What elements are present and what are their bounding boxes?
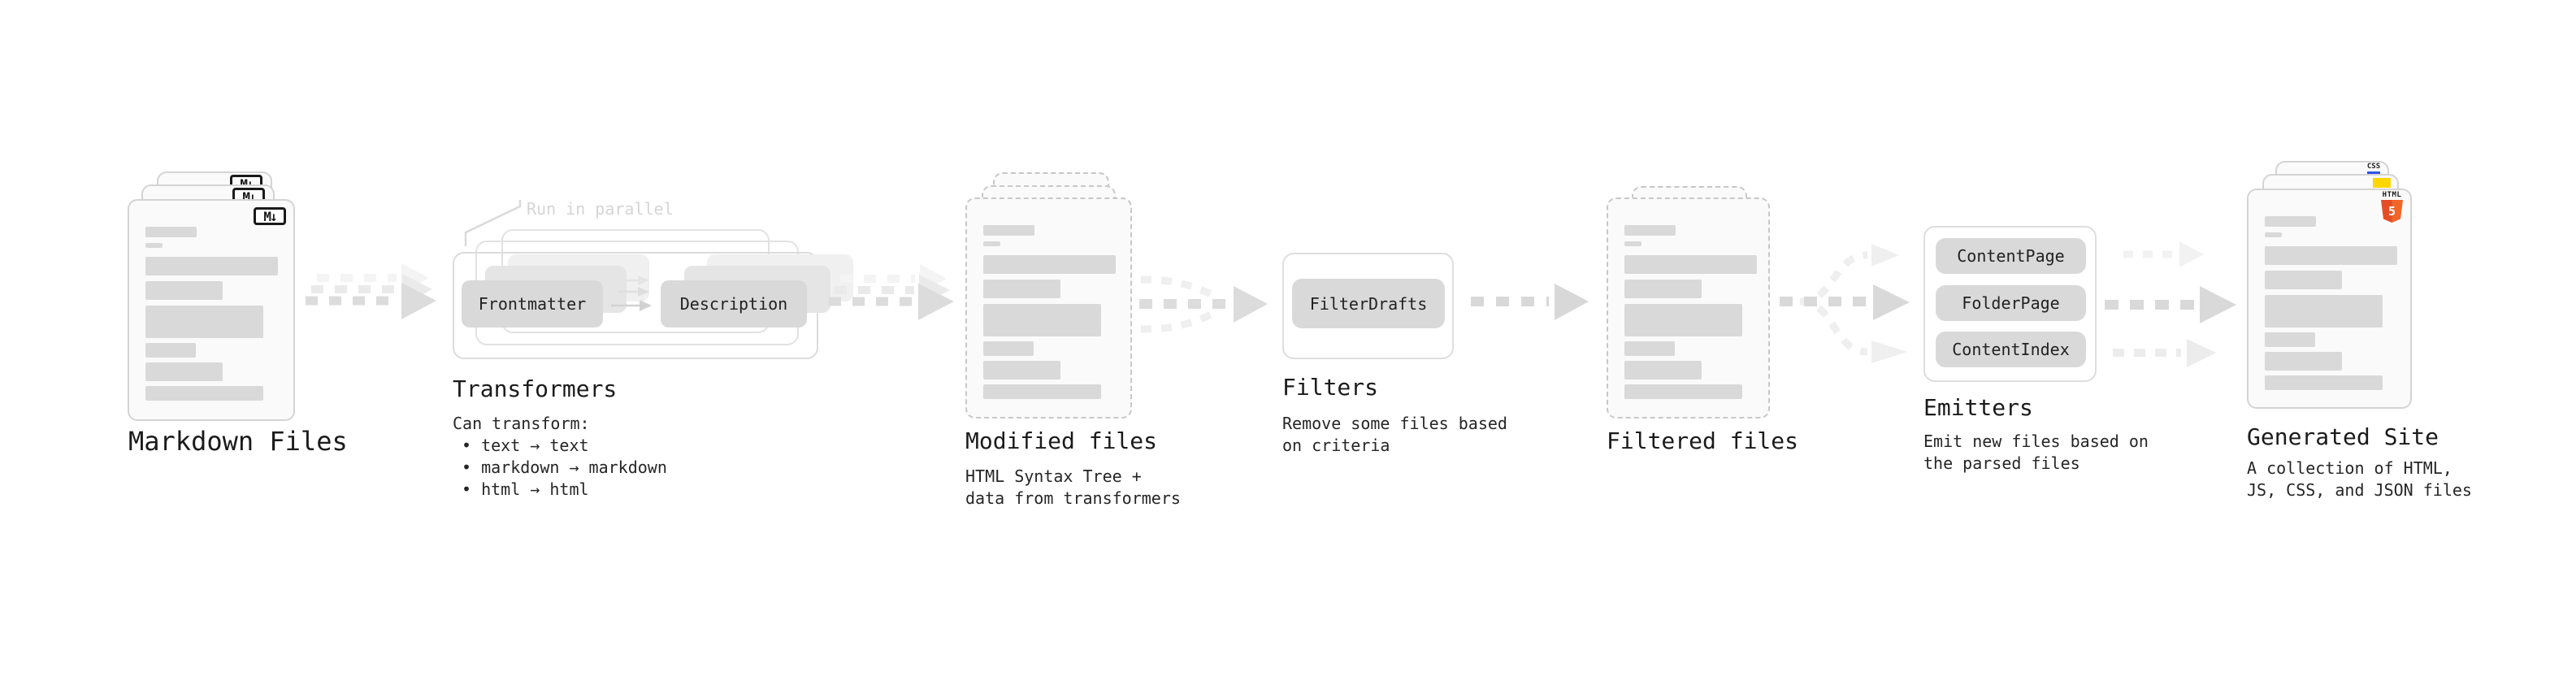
placeholder-line — [2265, 375, 2383, 390]
js-icon — [2373, 178, 2391, 188]
placeholder-line — [145, 343, 196, 358]
flow-arrow-filtered-to-emitters — [1780, 244, 1910, 363]
placeholder-line — [983, 341, 1034, 356]
flow-arrow-filters-to-filtered — [1471, 284, 1589, 320]
stage-title-filtered-files: Filtered files — [1607, 427, 1799, 454]
chip-contentindex: ContentIndex — [1936, 332, 2086, 367]
emitters-box — [1923, 226, 2097, 382]
css-icon-label: CSS — [2366, 163, 2381, 171]
chip-frontmatter-label: Frontmatter — [478, 294, 587, 314]
placeholder-line — [983, 361, 1060, 380]
markdown-icon-glyph: M↓ — [263, 208, 277, 224]
placeholder-line — [2265, 295, 2383, 327]
placeholder-line — [1624, 304, 1742, 336]
css-icon-bar — [2367, 171, 2380, 175]
markdown-icon: M↓ — [254, 207, 286, 225]
modified-files-description: HTML Syntax Tree + data from transformer… — [965, 466, 1181, 508]
placeholder-line — [983, 225, 1034, 236]
stage-title-filters: Filters — [1282, 374, 1379, 401]
stage-title-transformers: Transformers — [453, 375, 618, 402]
html5-icon-shield: 5 — [2381, 200, 2403, 223]
generated-site-description: A collection of HTML, JS, CSS, and JSON … — [2247, 458, 2472, 500]
flow-arrow-modified-to-filters — [1139, 275, 1268, 333]
placeholder-line — [2265, 271, 2342, 289]
transformers-description-intro: Can transform: — [453, 414, 590, 433]
placeholder-line — [2265, 232, 2282, 237]
stage-title-generated-site: Generated Site — [2247, 423, 2439, 450]
placeholder-line — [145, 243, 163, 248]
placeholder-line — [145, 306, 263, 338]
site-card-front — [2247, 189, 2412, 409]
chip-filterdrafts: FilterDrafts — [1292, 279, 1445, 328]
html5-icon-label: HTML — [2382, 191, 2402, 199]
emitters-description: Emit new files based on the parsed files — [1923, 432, 2149, 473]
placeholder-line — [2265, 216, 2316, 227]
placeholder-line — [1624, 384, 1742, 399]
placeholder-line — [1624, 361, 1702, 380]
placeholder-line — [145, 386, 263, 401]
css-icon: CSS — [2366, 163, 2382, 175]
placeholder-line — [1624, 241, 1641, 246]
placeholder-line — [983, 255, 1116, 274]
placeholder-line — [1624, 341, 1675, 356]
chip-contentpage-label: ContentPage — [1957, 246, 2065, 266]
placeholder-line — [1624, 280, 1702, 298]
transform-bullet: • html → html — [462, 479, 589, 499]
flow-arrow-emitters-to-generated — [2105, 241, 2236, 367]
placeholder-line — [2265, 332, 2315, 347]
dashed-file-card — [1607, 197, 1770, 419]
stage-title-markdown-files: Markdown Files — [128, 426, 348, 457]
chip-filterdrafts-label: FilterDrafts — [1309, 293, 1428, 314]
placeholder-line — [145, 362, 223, 381]
placeholder-line — [145, 227, 197, 237]
placeholder-line — [2265, 352, 2342, 371]
chip-folderpage-label: FolderPage — [1962, 293, 2060, 313]
chip-folderpage: FolderPage — [1936, 285, 2086, 321]
placeholder-line — [145, 257, 278, 275]
transform-bullet: • markdown → markdown — [462, 458, 667, 477]
placeholder-line — [1624, 225, 1676, 236]
placeholder-line — [983, 304, 1101, 336]
stage-title-emitters: Emitters — [1923, 394, 2033, 421]
chip-description: Description — [661, 280, 807, 327]
filters-description: Remove some files based on criteria — [1282, 414, 1507, 455]
chip-contentpage: ContentPage — [1936, 238, 2086, 274]
chip-frontmatter: Frontmatter — [462, 280, 603, 327]
placeholder-line — [983, 384, 1101, 399]
transform-bullet: • text → text — [462, 436, 589, 455]
placeholder-line — [1624, 255, 1757, 274]
flow-arrow-markdown-to-transformers — [306, 263, 436, 319]
html5-icon: HTML 5 — [2381, 191, 2403, 223]
run-in-parallel-annotation: Run in parallel — [527, 199, 674, 219]
transformers-description: Can transform: • text → text • markdown … — [453, 413, 667, 501]
stage-title-modified-files: Modified files — [965, 427, 1158, 454]
placeholder-line — [2265, 246, 2397, 265]
placeholder-line — [145, 281, 223, 300]
placeholder-line — [983, 241, 1000, 246]
dashed-file-card — [965, 197, 1132, 419]
filters-box — [1282, 253, 1454, 359]
placeholder-line — [983, 280, 1060, 298]
chip-contentindex-label: ContentIndex — [1952, 340, 2070, 359]
html5-icon-number: 5 — [2387, 204, 2396, 219]
file-card-front — [128, 199, 295, 421]
chip-description-label: Description — [679, 294, 788, 314]
